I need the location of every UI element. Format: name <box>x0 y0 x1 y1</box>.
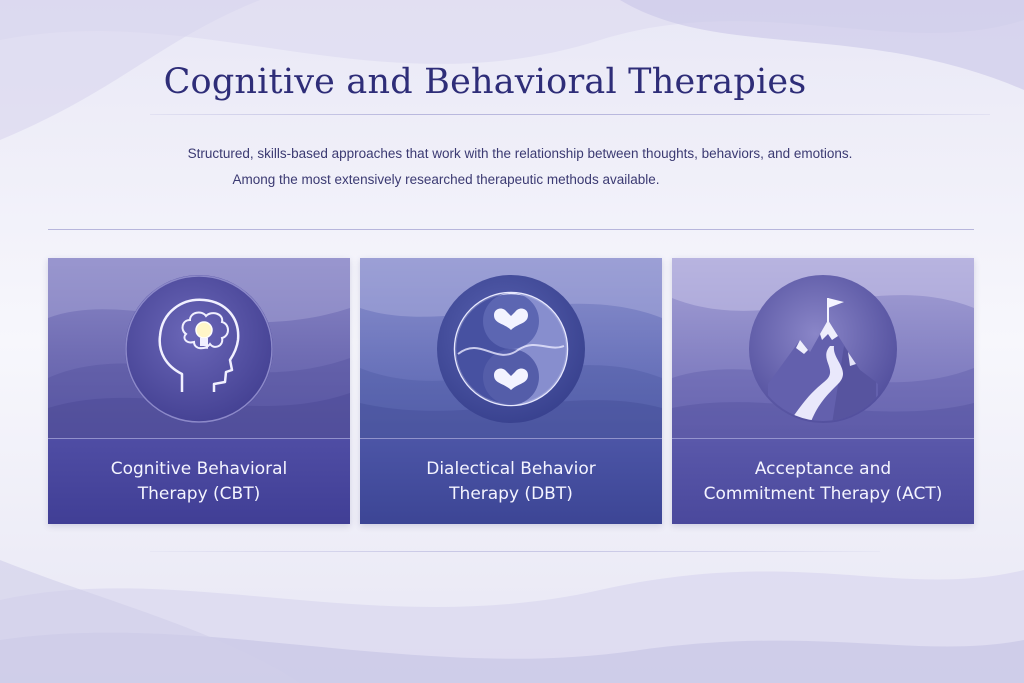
card-cbt[interactable]: Cognitive Behavioral Therapy (CBT) <box>48 258 350 524</box>
head-lightbulb-icon <box>124 274 274 424</box>
card-label-line2: Commitment Therapy (ACT) <box>703 484 943 504</box>
card-label: Acceptance and Commitment Therapy (ACT) <box>693 457 953 507</box>
card-label-line2: Therapy (DBT) <box>449 484 573 504</box>
card-dbt-caption: Dialectical Behavior Therapy (DBT) <box>360 438 662 524</box>
card-label: Dialectical Behavior Therapy (DBT) <box>381 457 641 507</box>
card-label: Cognitive Behavioral Therapy (CBT) <box>69 457 329 507</box>
card-dbt-image <box>360 258 662 438</box>
mountain-flag-icon <box>748 274 898 424</box>
card-label-line1: Dialectical Behavior <box>426 459 596 479</box>
page-title: Cognitive and Behavioral Therapies <box>163 62 807 102</box>
card-dbt[interactable]: Dialectical Behavior Therapy (DBT) <box>360 258 662 524</box>
yin-yang-hearts-icon <box>436 274 586 424</box>
card-cbt-image <box>48 258 350 438</box>
card-label-line2: Therapy (CBT) <box>137 484 261 504</box>
section-divider <box>48 229 974 230</box>
page-subtitle-line1: Structured, skills-based approaches that… <box>187 146 853 161</box>
card-act-caption: Acceptance and Commitment Therapy (ACT) <box>672 438 974 524</box>
card-act-image <box>672 258 974 438</box>
title-divider <box>150 114 990 115</box>
card-label-line1: Cognitive Behavioral <box>110 459 288 479</box>
card-cbt-caption: Cognitive Behavioral Therapy (CBT) <box>48 438 350 524</box>
card-label-line1: Acceptance and <box>754 459 892 479</box>
page-subtitle-line2: Among the most extensively researched th… <box>232 172 660 187</box>
card-act[interactable]: Acceptance and Commitment Therapy (ACT) <box>672 258 974 524</box>
footer-divider <box>150 551 880 552</box>
